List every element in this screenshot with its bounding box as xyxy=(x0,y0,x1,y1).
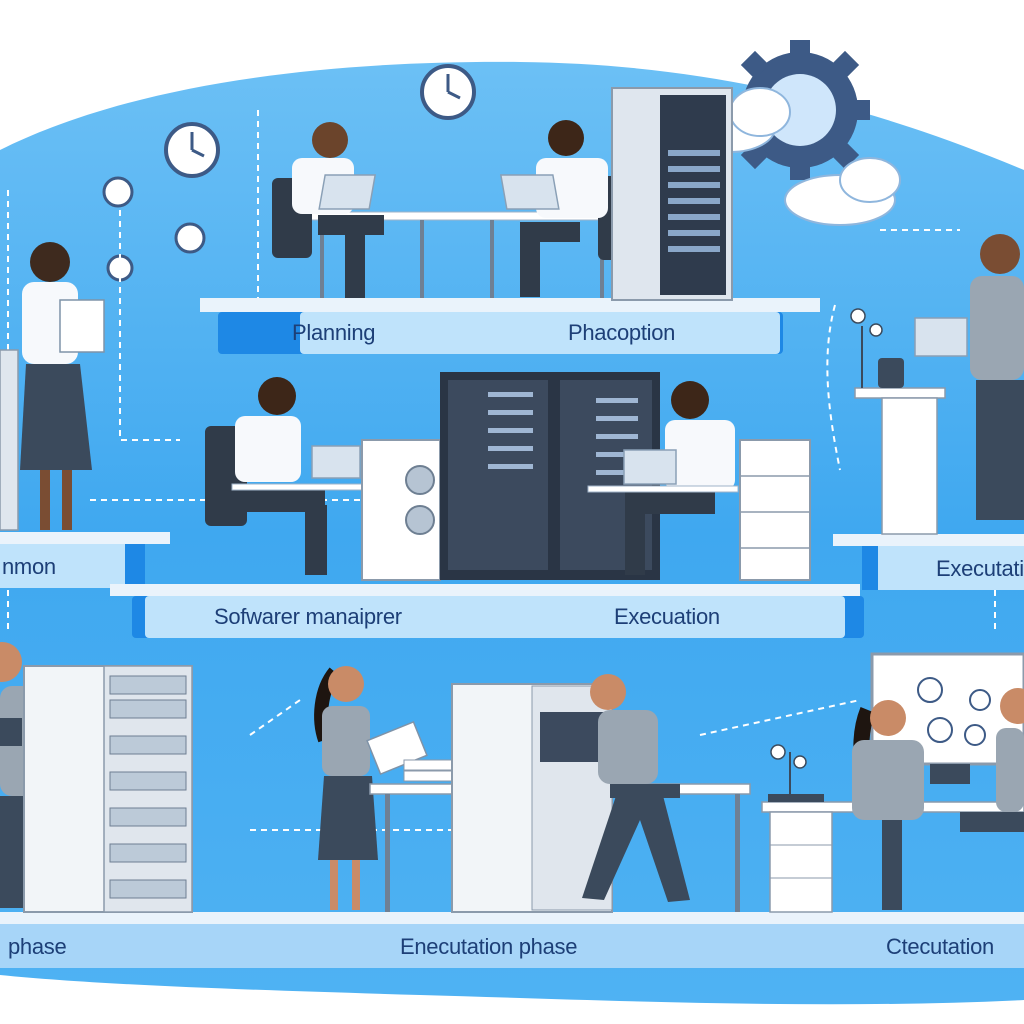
server-rack xyxy=(440,372,660,580)
person-standing-woman xyxy=(20,242,105,530)
person-planner-woman xyxy=(272,122,384,298)
shelf-unit xyxy=(0,349,19,531)
tier2-label-software-manager: Sofwarer manaiprer xyxy=(214,604,402,629)
tier3-band-highlight xyxy=(0,924,1024,968)
tier2-right-label: Executatio xyxy=(936,556,1024,581)
tier2-left-label: nmon xyxy=(2,554,56,579)
cloud-icon xyxy=(684,87,901,226)
tier2-band-highlight xyxy=(145,596,845,638)
tier3-label-enecutation-phase: Enecutation phase xyxy=(400,934,578,959)
person-engineer-man xyxy=(587,381,739,575)
server-rack xyxy=(611,87,733,301)
person-tablet-woman xyxy=(314,666,428,910)
tier2-label-execuation: Execuation xyxy=(614,604,720,629)
clock-icon xyxy=(164,122,220,178)
tier1-label-phacoption: Phacoption xyxy=(568,320,676,345)
person-standing-man xyxy=(914,234,1024,520)
tier3-label-ctecutation: Ctecutation xyxy=(886,934,994,959)
server-rack xyxy=(23,665,193,913)
filing-cabinet xyxy=(739,439,811,581)
tier2-right-platform xyxy=(833,534,1024,546)
tier3-platform xyxy=(0,912,1024,924)
server-rack xyxy=(451,683,613,913)
tier1-platform xyxy=(200,298,820,312)
tier3-label-phase: phase xyxy=(8,934,67,959)
person-seated-woman xyxy=(852,700,924,910)
flower-icon xyxy=(850,308,883,388)
tier1-band-highlight xyxy=(300,312,780,354)
tier2-left-band-highlight xyxy=(0,544,125,588)
tier2-left-platform xyxy=(0,532,170,544)
tier2-platform xyxy=(110,584,860,596)
standing-desk xyxy=(854,358,946,535)
person-seated-man xyxy=(960,688,1024,832)
person-technician-man xyxy=(582,674,690,902)
flower-icon xyxy=(770,744,807,794)
clock-icon xyxy=(420,64,476,120)
storage-cabinet xyxy=(361,439,441,581)
tier1-label-planning: Planning xyxy=(292,320,376,345)
tier2-right-band-highlight xyxy=(878,546,1024,590)
person-operator-man xyxy=(205,377,383,575)
